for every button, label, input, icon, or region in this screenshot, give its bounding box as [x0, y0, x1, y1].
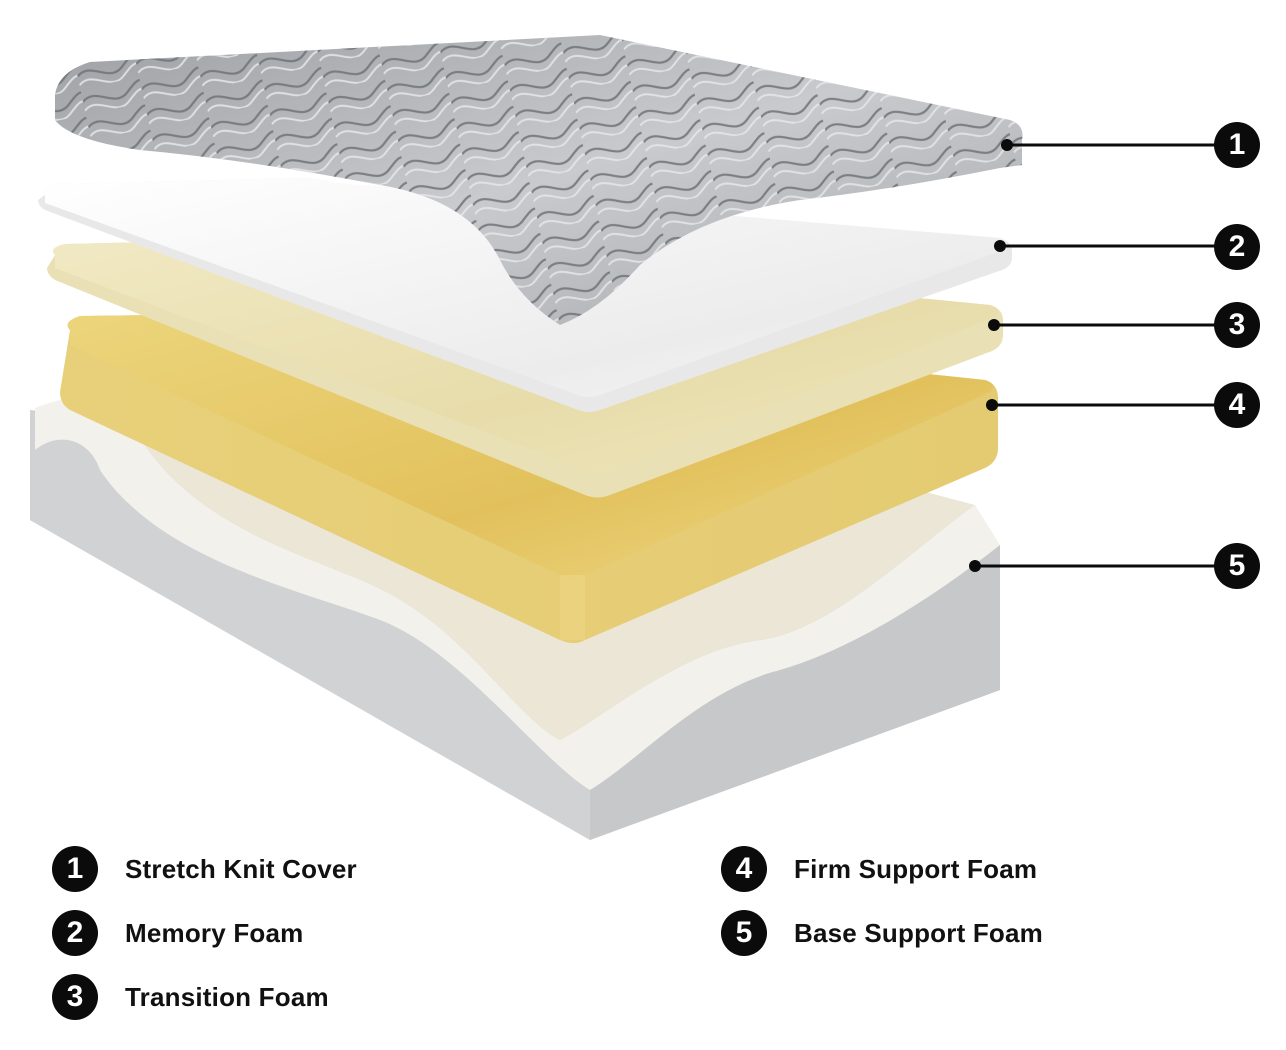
legend-badge-3: 3 — [52, 974, 98, 1020]
callout-4-badge: 4 — [1214, 382, 1260, 428]
legend-badge-2: 2 — [52, 910, 98, 956]
legend-right: 4 Firm Support Foam 5 Base Support Foam — [721, 837, 1043, 965]
legend-label: Firm Support Foam — [794, 853, 1038, 884]
legend-item-stretch-knit-cover: 1 Stretch Knit Cover — [52, 837, 357, 901]
legend-badge-1: 1 — [52, 846, 98, 892]
callout-1-badge: 1 — [1214, 122, 1260, 168]
legend-badge-5: 5 — [721, 910, 767, 956]
callout-2-badge: 2 — [1214, 224, 1260, 270]
callout-5-badge: 5 — [1214, 543, 1260, 589]
callout-3-badge: 3 — [1214, 302, 1260, 348]
legend-item-memory-foam: 2 Memory Foam — [52, 901, 357, 965]
legend-item-base-support-foam: 5 Base Support Foam — [721, 901, 1043, 965]
legend-label: Base Support Foam — [794, 917, 1043, 948]
legend-left: 1 Stretch Knit Cover 2 Memory Foam 3 Tra… — [52, 837, 357, 1029]
stretch-knit-cover-layer — [55, 35, 1023, 325]
legend-label: Transition Foam — [125, 981, 329, 1012]
legend-label: Memory Foam — [125, 917, 304, 948]
legend-item-firm-support-foam: 4 Firm Support Foam — [721, 837, 1043, 901]
leader-lines — [975, 143, 1220, 568]
leader-dots — [969, 139, 1013, 572]
legend-label: Stretch Knit Cover — [125, 853, 357, 884]
mattress-layer-diagram: 1 2 3 4 5 — [30, 35, 1260, 840]
legend-item-transition-foam: 3 Transition Foam — [52, 965, 357, 1029]
legend-badge-4: 4 — [721, 846, 767, 892]
